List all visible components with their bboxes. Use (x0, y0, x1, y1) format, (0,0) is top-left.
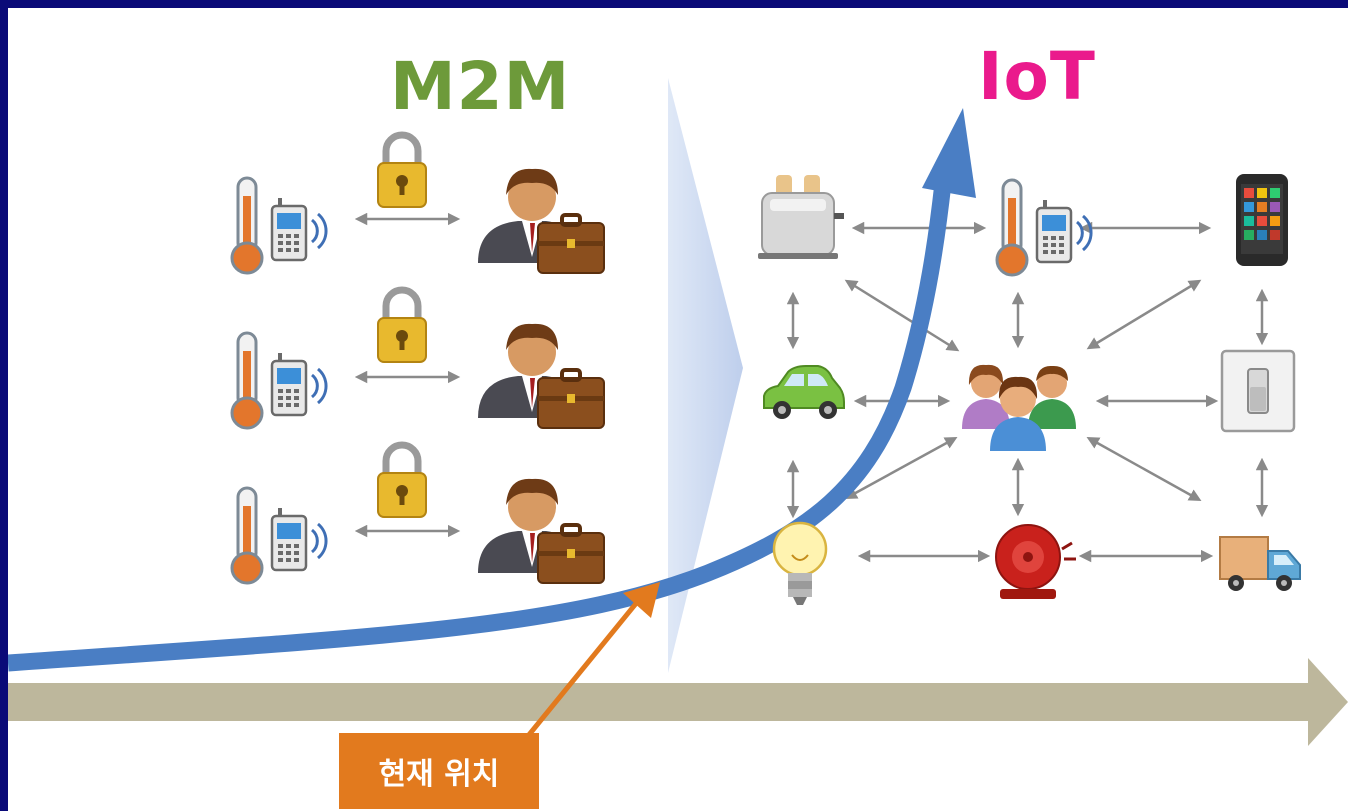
businessman-icon (476, 476, 606, 585)
iot-link-arrow (844, 436, 958, 500)
transition-chevron (668, 78, 743, 673)
m2m-title: M2M (390, 48, 571, 125)
iot-link-arrow (1086, 436, 1202, 502)
toaster-icon (758, 175, 844, 259)
thermometer-phone-icon (995, 178, 1093, 277)
current-position-arrow (526, 599, 640, 738)
people-group-icon (962, 364, 1076, 451)
thermometer-phone-icon (230, 331, 328, 430)
diagram-graphics (8, 78, 1348, 809)
icon-layer (230, 8, 1301, 605)
m2m-connectors (354, 212, 461, 538)
iot-link-arrow (844, 279, 960, 352)
current-position-arrowhead (623, 582, 660, 618)
car-icon (763, 365, 845, 419)
current-position-box (339, 733, 539, 809)
businessman-icon (476, 321, 606, 430)
lock-icon (378, 445, 426, 517)
iot-connectors (786, 221, 1269, 563)
growth-curve-arrowhead (922, 108, 976, 198)
lightbulb-icon (772, 521, 828, 605)
lock-icon (378, 135, 426, 207)
thermometer-phone-icon (230, 486, 328, 585)
iot-title: IoT (978, 38, 1096, 115)
current-position-label: 현재 위치 (378, 757, 500, 792)
smartphone-icon (1236, 174, 1288, 266)
diagram-canvas: M2M IoT 현재 위치 (8, 8, 1348, 811)
timeline-arrow (8, 658, 1348, 746)
alarm-bell-icon (995, 524, 1076, 599)
lock-icon (378, 290, 426, 362)
businessman-icon (476, 166, 606, 275)
growth-curve (8, 182, 952, 672)
delivery-truck-icon (1219, 536, 1301, 591)
iot-link-arrow (1086, 279, 1202, 350)
light-switch-icon (1220, 349, 1296, 433)
thermometer-phone-icon (230, 176, 328, 275)
